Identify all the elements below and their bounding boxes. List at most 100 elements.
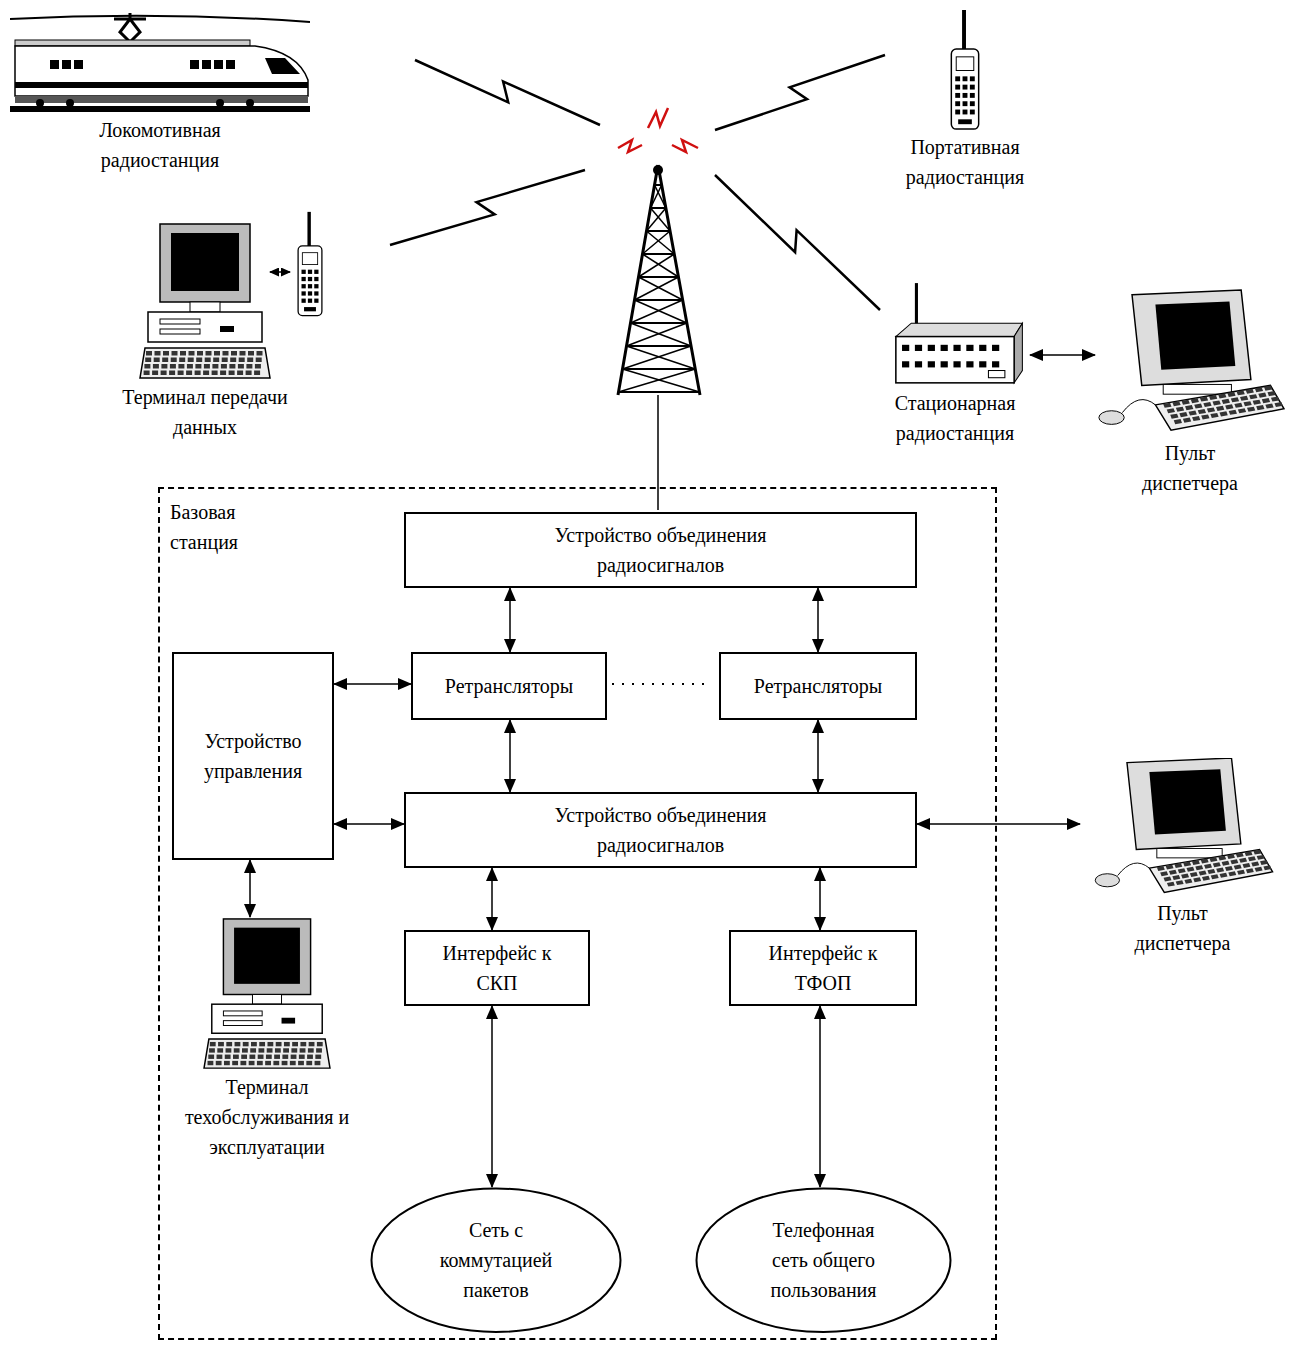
keyboard-key bbox=[1225, 866, 1233, 871]
keyboard-key bbox=[1176, 407, 1184, 412]
tower-brace bbox=[643, 231, 671, 254]
keyboard-key bbox=[1207, 869, 1215, 874]
keyboard-key bbox=[1192, 416, 1200, 421]
pantograph bbox=[114, 13, 146, 42]
keyboard-key bbox=[1238, 408, 1246, 413]
keyboard-key bbox=[1229, 410, 1237, 415]
antenna-feeder bbox=[657, 395, 659, 510]
keyboard-key bbox=[197, 351, 203, 356]
tower-brace bbox=[623, 369, 700, 392]
drive-slot bbox=[160, 329, 200, 334]
keyboard-key bbox=[247, 358, 253, 363]
keyboard-key bbox=[214, 351, 220, 356]
keyboard-key bbox=[154, 358, 160, 363]
device-picture: Терминал техобслуживания и эксплуатации bbox=[182, 917, 352, 1162]
keyboard-key bbox=[317, 1042, 323, 1046]
radio-key bbox=[314, 284, 318, 288]
tower-brace bbox=[647, 208, 666, 231]
drive-slot bbox=[220, 326, 234, 332]
keyboard-key bbox=[1195, 865, 1203, 870]
data-cable bbox=[270, 271, 290, 273]
radio-key bbox=[308, 299, 312, 303]
keyboard-key bbox=[220, 371, 226, 376]
keyboard-key bbox=[1209, 857, 1217, 862]
cab-window bbox=[265, 58, 300, 74]
keyboard-key bbox=[1178, 868, 1186, 873]
keyboard-key bbox=[1213, 862, 1221, 867]
network-ellipse: Сеть с коммутацией пакетов bbox=[370, 1187, 622, 1334]
tower-bar bbox=[619, 391, 700, 393]
keyboard-key bbox=[212, 364, 218, 369]
keyboard-key bbox=[1249, 394, 1257, 399]
network-ellipse: Телефонная сеть общего пользования bbox=[695, 1187, 952, 1334]
keyboard-key bbox=[1181, 874, 1189, 879]
keyboard-key bbox=[1198, 409, 1206, 414]
keyboard-key bbox=[231, 351, 237, 356]
radio-key bbox=[308, 291, 312, 295]
monitor-base bbox=[1157, 849, 1222, 858]
radio-key bbox=[963, 76, 968, 81]
connector-arrow bbox=[819, 868, 821, 930]
radio-key bbox=[314, 291, 318, 295]
tower-bar bbox=[643, 253, 675, 255]
keyboard-key bbox=[1182, 400, 1190, 405]
keyboard-key bbox=[230, 358, 236, 363]
drive-slot bbox=[282, 1018, 296, 1024]
keyboard-key bbox=[1211, 874, 1219, 879]
tower-bar bbox=[627, 345, 692, 347]
keyboard-key bbox=[226, 1042, 232, 1046]
tower-brace bbox=[631, 300, 683, 323]
system-unit bbox=[212, 1004, 322, 1033]
keyboard-key bbox=[1203, 402, 1211, 407]
undercarriage bbox=[15, 96, 308, 103]
keyboard-key bbox=[249, 1055, 255, 1059]
keyboard-key bbox=[1253, 400, 1261, 405]
keyboard-key bbox=[1262, 398, 1270, 403]
keyboard-key bbox=[163, 351, 169, 356]
connector-arrow bbox=[334, 823, 404, 825]
keyboard-key bbox=[256, 358, 262, 363]
keyboard-key bbox=[240, 351, 246, 356]
drive-slot bbox=[223, 1011, 262, 1016]
keyboard-key bbox=[1216, 868, 1224, 873]
radio-key bbox=[955, 76, 960, 81]
keyboard-key bbox=[1248, 856, 1256, 861]
keyboard-key bbox=[1209, 395, 1217, 400]
monitor-base bbox=[1163, 384, 1231, 394]
keyboard-key bbox=[1240, 396, 1248, 401]
connector-arrow bbox=[249, 860, 251, 917]
process-box: Устройство управления bbox=[172, 652, 334, 860]
keyboard-key bbox=[226, 1048, 232, 1052]
keyboard-key bbox=[1192, 860, 1200, 865]
drive-slot bbox=[223, 1021, 262, 1026]
keyboard-key bbox=[1174, 419, 1182, 424]
keyboard-key bbox=[178, 364, 184, 369]
keyboard-key bbox=[1190, 872, 1198, 877]
keyboard-key bbox=[1274, 402, 1282, 407]
keyboard-key bbox=[1204, 864, 1212, 869]
keyboard-key bbox=[1193, 877, 1201, 882]
desktop-icon bbox=[120, 222, 290, 382]
tower-brace bbox=[623, 346, 692, 369]
keyboard-key bbox=[1201, 859, 1209, 864]
radio-knob bbox=[966, 361, 973, 367]
catenary-wire bbox=[10, 16, 310, 22]
device-caption: Терминал техобслуживания и эксплуатации bbox=[182, 1072, 352, 1162]
radio-knob bbox=[902, 361, 909, 367]
radio-key bbox=[963, 101, 968, 106]
node-label: Телефонная сеть общего пользования bbox=[759, 1215, 889, 1305]
keyboard-key bbox=[1213, 400, 1221, 405]
keyboard-key bbox=[144, 364, 150, 369]
monitor bbox=[223, 919, 310, 995]
wheel bbox=[246, 99, 254, 107]
keyboard-key bbox=[1185, 405, 1193, 410]
tower-bar bbox=[647, 230, 671, 232]
keyboard bbox=[140, 348, 270, 378]
continuation-dots bbox=[612, 683, 712, 685]
keyboard-key bbox=[246, 371, 252, 376]
drive-slot bbox=[160, 319, 200, 324]
radio-panel bbox=[988, 371, 1004, 378]
device-caption: Терминал передачи данных bbox=[120, 382, 290, 442]
keyboard-key bbox=[267, 1048, 273, 1052]
keyboard-key bbox=[1220, 411, 1228, 416]
